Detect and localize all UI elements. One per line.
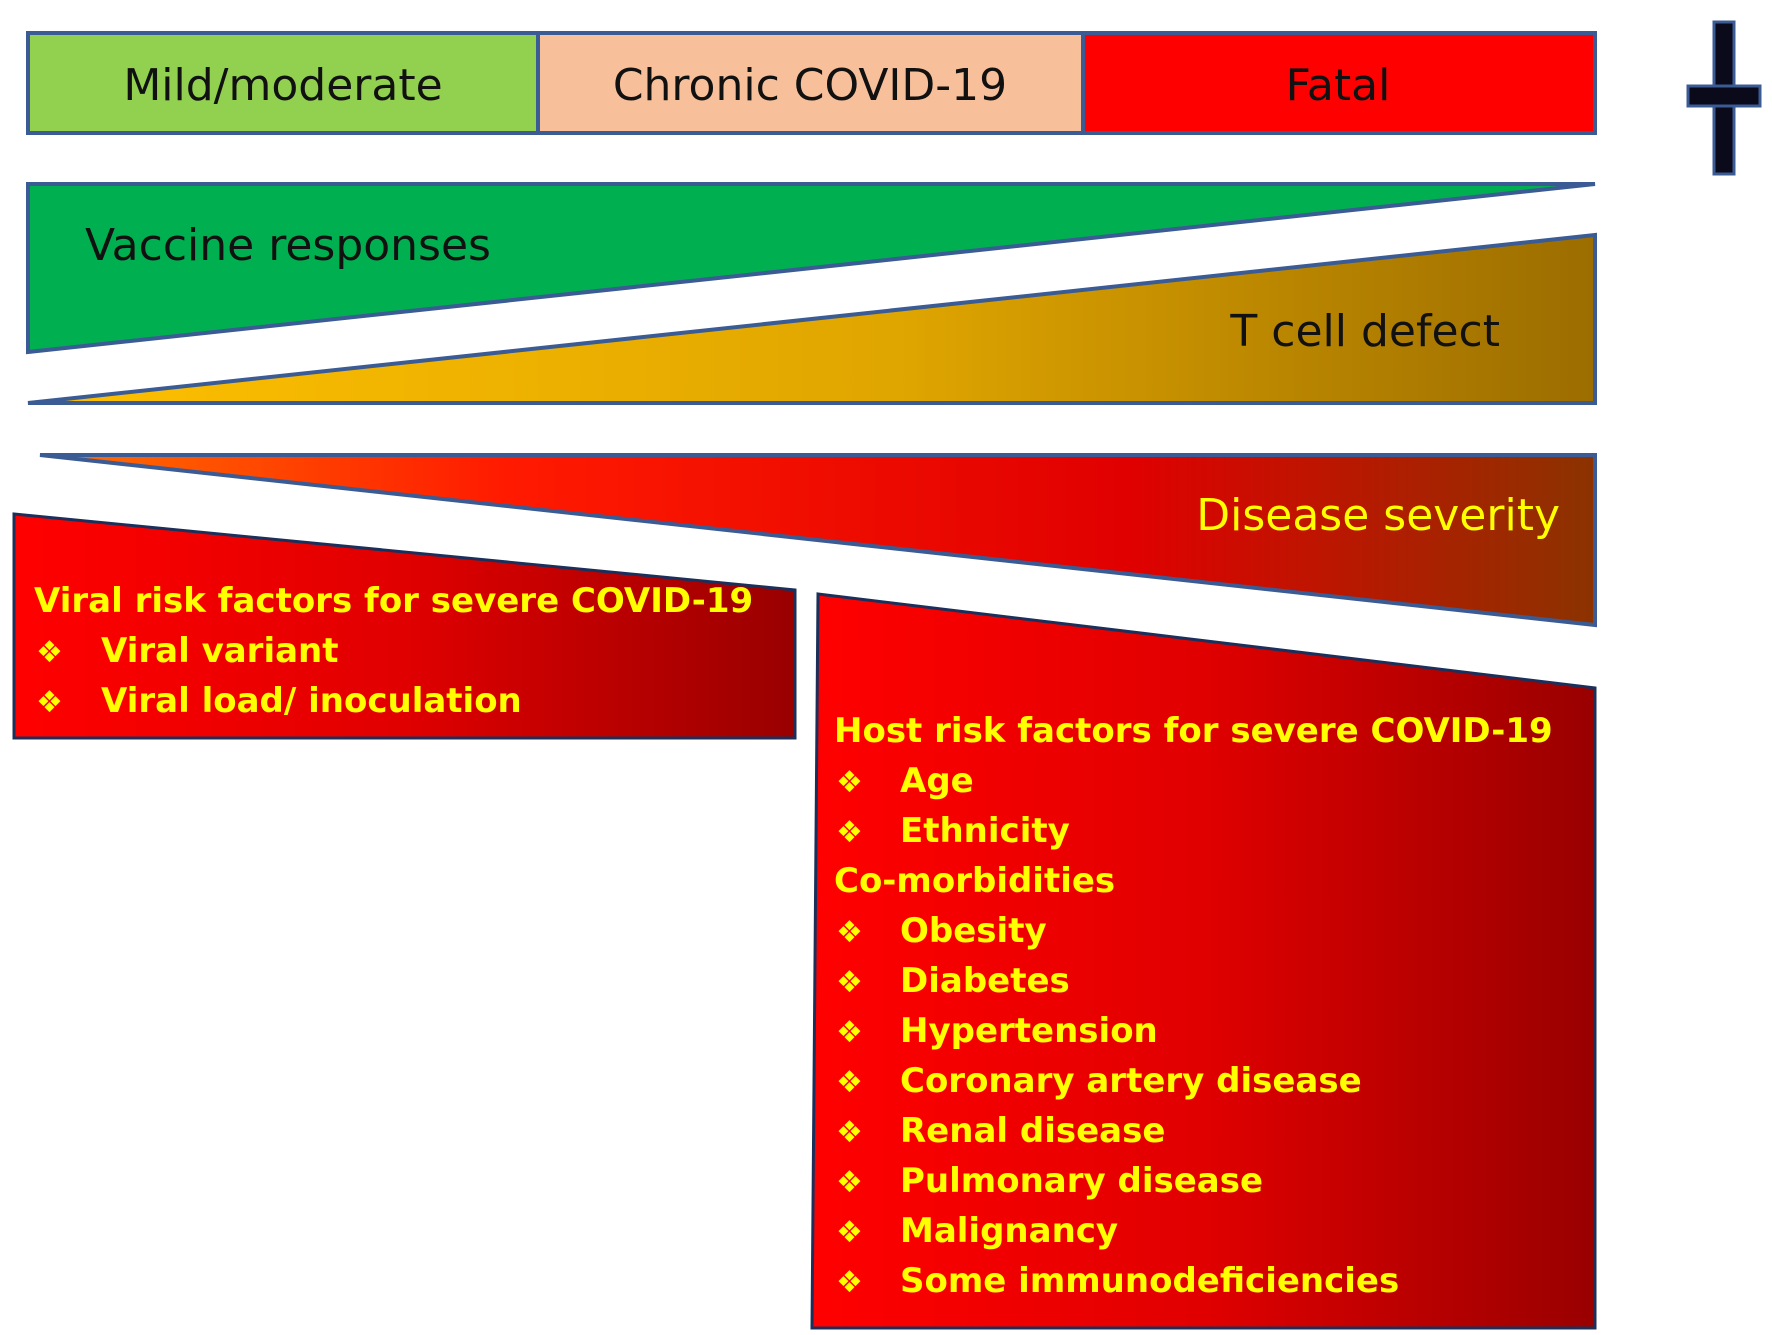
viral-item: Viral variant [101,631,339,671]
stage-fatal-label: Fatal [1286,60,1391,111]
diamond-bullet-icon: ❖ [836,965,863,1000]
comorbidity-item: Coronary artery disease [900,1061,1362,1101]
stage-mild-label: Mild/moderate [123,60,442,111]
tcell-wedge [27,232,1597,405]
diamond-bullet-icon: ❖ [836,1165,863,1200]
diamond-bullet-icon: ❖ [836,915,863,950]
host-item: Age [900,761,974,801]
comorbidity-item: Diabetes [900,961,1070,1001]
diamond-bullet-icon: ❖ [836,1015,863,1050]
diamond-bullet-icon: ❖ [836,1115,863,1150]
stage-fatal [1081,31,1597,135]
diamond-bullet-icon: ❖ [836,765,863,800]
comorbidities-heading: Co-morbidities [834,861,1115,901]
stage-mild [26,31,540,135]
comorbidity-item: Pulmonary disease [900,1161,1263,1201]
comorbidity-item: Hypertension [900,1011,1158,1051]
comorbidity-item: Malignancy [900,1211,1118,1251]
viral-title: Viral risk factors for severe COVID-19 [34,581,753,621]
diamond-bullet-icon: ❖ [36,685,63,720]
host-item: Ethnicity [900,811,1070,851]
vaccine-label: Vaccine responses [85,220,491,271]
diamond-bullet-icon: ❖ [36,635,63,670]
viral-list: ❖ Viral variant ❖ Viral load/ inoculation [36,631,522,721]
comorbidity-item: Obesity [900,911,1047,951]
tcell-label: T cell defect [1229,306,1500,357]
host-risk-box [810,592,1597,1330]
diamond-bullet-icon: ❖ [836,1265,863,1300]
diamond-bullet-icon: ❖ [836,1215,863,1250]
viral-risk-box [12,512,797,740]
host-title: Host risk factors for severe COVID-19 [834,711,1553,751]
diamond-bullet-icon: ❖ [836,1065,863,1100]
severity-wedge [39,453,1597,628]
comorbidity-item: Renal disease [900,1111,1165,1151]
viral-item: Viral load/ inoculation [101,681,522,721]
cross-icon [1686,20,1762,176]
vaccine-wedge [26,182,1596,355]
stage-chronic [536,31,1085,135]
diamond-bullet-icon: ❖ [836,815,863,850]
comorbidity-item: Some immunodeficiencies [900,1261,1399,1301]
stage-chronic-label: Chronic COVID-19 [613,60,1007,111]
severity-label: Disease severity [1196,490,1560,541]
